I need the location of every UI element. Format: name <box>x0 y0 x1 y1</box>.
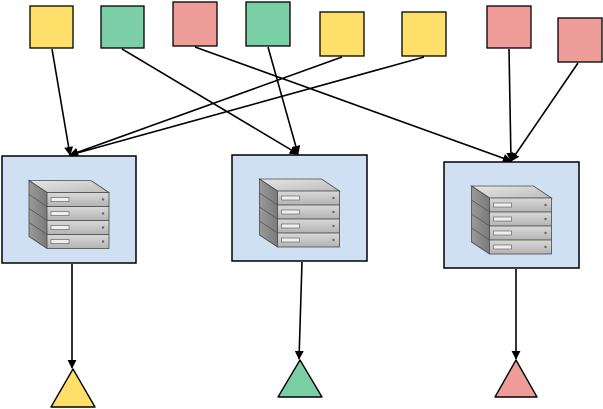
source-square-red <box>557 17 603 63</box>
output-triangle-red <box>494 359 538 398</box>
source-square-red <box>486 5 532 49</box>
output-triangle-green <box>277 359 323 398</box>
connector-layer <box>51 46 579 369</box>
arrow-p2-to-output <box>294 261 304 360</box>
source-square-yellow <box>319 11 365 57</box>
arrow-s6-to-p1 <box>69 56 425 158</box>
source-square-yellow <box>29 5 74 49</box>
arrow-s3-to-p3 <box>194 46 512 163</box>
server-rack-icon <box>259 178 340 248</box>
arrow-s5-to-p1 <box>69 56 343 157</box>
arrow-s4-to-p2 <box>267 46 301 155</box>
source-square-yellow <box>401 11 447 57</box>
server-rack-icon <box>471 185 552 255</box>
source-square-green <box>100 5 145 49</box>
arrow-s2-to-p2 <box>121 48 299 155</box>
source-square-green <box>245 1 291 47</box>
arrow-s7-to-p3 <box>506 48 516 162</box>
arrow-s8-to-p3 <box>510 62 579 162</box>
arrow-s1-to-p1 <box>51 48 74 156</box>
server-rack-icon <box>28 180 110 249</box>
output-triangle-yellow <box>50 368 96 408</box>
source-square-red <box>172 1 218 47</box>
